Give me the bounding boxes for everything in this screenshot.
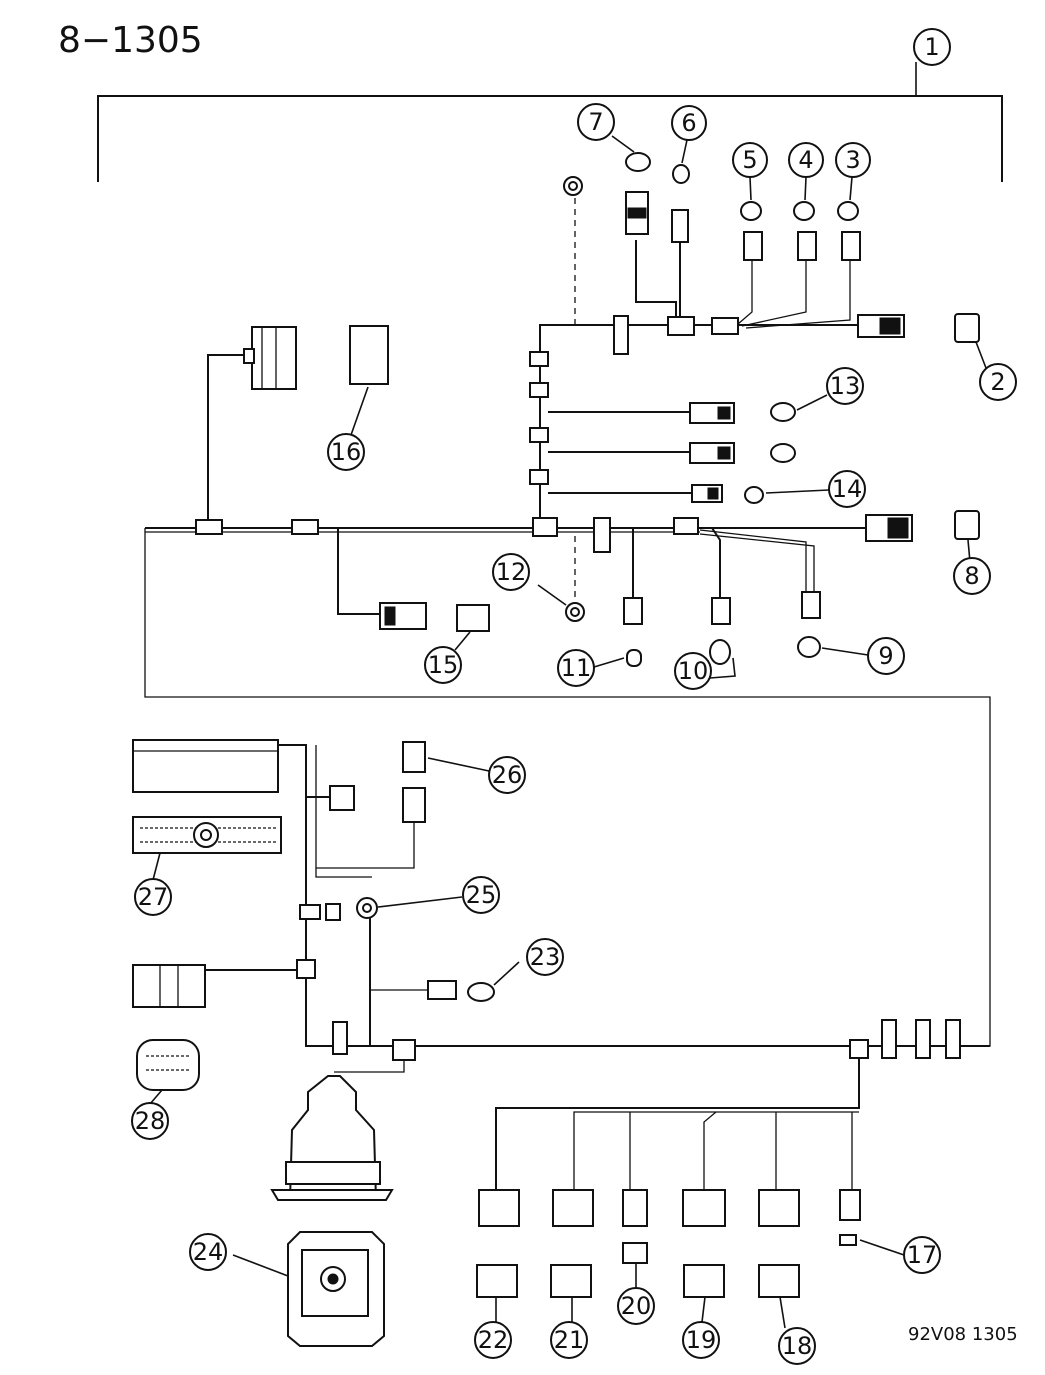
callout-number: 2 <box>990 368 1005 396</box>
page-number: 8−1305 <box>58 20 203 61</box>
callout-number: 8 <box>964 562 979 590</box>
callout-3 <box>835 142 871 178</box>
callout-25 <box>462 876 500 914</box>
callout-number: 14 <box>832 475 863 503</box>
callout-number: 4 <box>798 146 813 174</box>
callout-12 <box>492 553 530 591</box>
callout-number: 12 <box>496 558 527 586</box>
callout-21 <box>550 1321 588 1359</box>
callout-number: 28 <box>135 1107 166 1135</box>
callout-22 <box>474 1321 512 1359</box>
lower-harness <box>132 739 990 1347</box>
callout-number: 5 <box>742 146 757 174</box>
callout-4 <box>788 142 824 178</box>
figure-code: 92V08 1305 <box>908 1324 1018 1345</box>
callout-number: 6 <box>681 109 696 137</box>
callout-number: 18 <box>782 1332 813 1360</box>
callout-5 <box>732 142 768 178</box>
callout-number: 10 <box>678 657 709 685</box>
callout-6 <box>671 105 707 141</box>
callout-number: 23 <box>530 943 561 971</box>
callout-number: 9 <box>878 642 893 670</box>
callout-24 <box>189 1233 227 1271</box>
callout-number: 22 <box>478 1326 509 1354</box>
callouts: 1 2 3 4 5 6 7 8 9 10 11 12 13 14 15 16 1… <box>131 28 1017 1365</box>
callout-14 <box>828 470 866 508</box>
callout-23 <box>526 938 564 976</box>
callout-number: 11 <box>561 654 592 682</box>
callout-17 <box>903 1236 941 1274</box>
callout-number: 1 <box>924 33 939 61</box>
callout-16 <box>327 433 365 471</box>
callout-8 <box>953 557 991 595</box>
callout-19 <box>682 1321 720 1359</box>
callout-28 <box>131 1102 169 1140</box>
callout-number: 21 <box>554 1326 585 1354</box>
callout-1 <box>913 28 951 66</box>
callout-number: 25 <box>466 881 497 909</box>
callout-number: 3 <box>845 146 860 174</box>
callout-number: 15 <box>428 651 459 679</box>
callout-number: 17 <box>907 1241 938 1269</box>
callout-26 <box>488 756 526 794</box>
callout-number: 7 <box>588 108 603 136</box>
upper-harness <box>144 152 991 1047</box>
callout-7 <box>577 103 615 141</box>
callout-18 <box>778 1327 816 1365</box>
callout-10 <box>674 652 712 690</box>
callout-number: 27 <box>138 883 169 911</box>
callout-number: 13 <box>830 372 861 400</box>
callout-27 <box>134 878 172 916</box>
callout-13 <box>826 367 864 405</box>
callout-20 <box>617 1287 655 1325</box>
callout-11 <box>557 649 595 687</box>
callout-2 <box>979 363 1017 401</box>
callout-15 <box>424 646 462 684</box>
callout-number: 19 <box>686 1326 717 1354</box>
callout-number: 16 <box>331 438 362 466</box>
callout-9 <box>867 637 905 675</box>
callout-number: 26 <box>492 761 523 789</box>
harness-assembly-bracket <box>97 95 1003 182</box>
callout-number: 24 <box>193 1238 224 1266</box>
callout-number: 20 <box>621 1292 652 1320</box>
